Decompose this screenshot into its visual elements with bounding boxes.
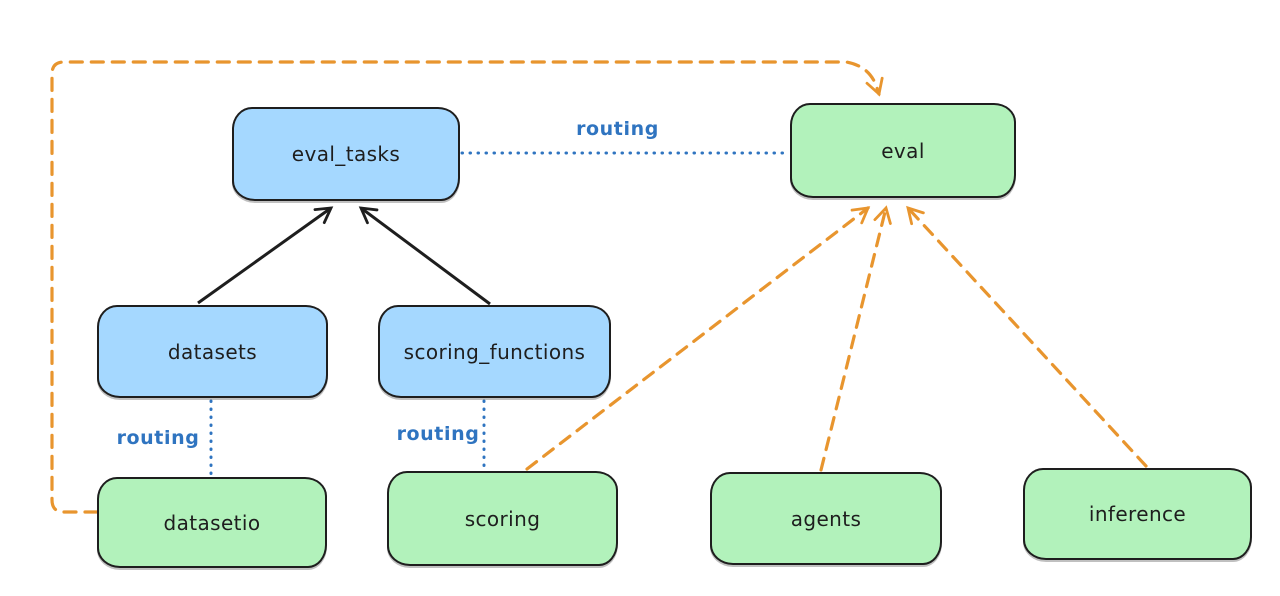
node-eval_tasks: eval_tasks [232, 107, 460, 201]
node-agents-label: agents [790, 506, 862, 531]
node-scoring_functions-label: scoring_functions [403, 339, 586, 364]
node-scoring_functions: scoring_functions [378, 305, 611, 398]
node-datasetio: datasetio [97, 477, 327, 568]
routing-label-eval_tasks-eval: routing [576, 118, 659, 140]
node-eval: eval [790, 103, 1016, 198]
node-datasetio-label: datasetio [163, 510, 261, 535]
node-inference-label: inference [1088, 502, 1187, 526]
node-scoring: scoring [387, 471, 618, 566]
routing-label-datasets-datasetio: routing [116, 427, 200, 449]
node-eval-label: eval [881, 138, 925, 163]
node-agents: agents [710, 472, 942, 565]
node-scoring-label: scoring [464, 506, 541, 531]
routing-label-scoring_functions-scoring: routing [396, 423, 480, 445]
node-inference: inference [1023, 468, 1252, 560]
edge-scoring-to-eval [525, 206, 871, 471]
edge-scoring_functions-to-eval_tasks [358, 206, 491, 306]
node-eval_tasks-label: eval_tasks [291, 142, 401, 166]
edge-datasets-to-eval_tasks [197, 206, 334, 305]
node-datasets: datasets [97, 305, 328, 398]
node-datasets-label: datasets [167, 339, 258, 364]
edge-agents-to-eval [819, 205, 892, 472]
edge-inference-to-eval [906, 205, 1148, 468]
edge-datasetio-to-eval [50, 60, 884, 514]
